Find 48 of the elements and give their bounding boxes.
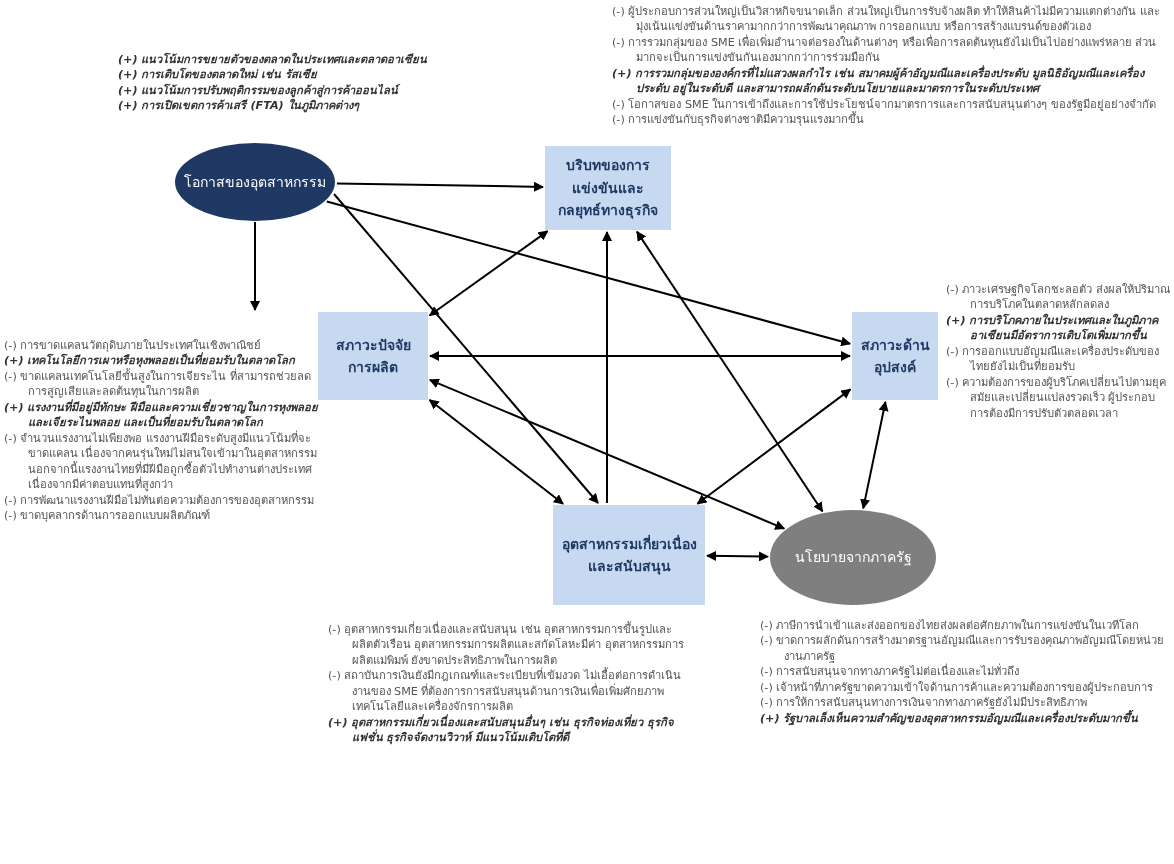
note-text: (-) การแข่งขันกับธุรกิจต่างชาติมีความรุนแรงมากขึ้น xyxy=(612,112,865,128)
arrow xyxy=(428,378,786,530)
note-text: (+) อุตสาหกรรมเกี่ยวเนื่องและสนับสนุนอื่นๆ เช่น ธุรกิจท่องเที่ยว ธุรกิจแฟชั่น ธุรกิจจัดงานวิวาห์ มีแนวโน้มเติบโตที่ดี xyxy=(328,714,676,746)
arrow xyxy=(696,388,852,505)
note-text: (-) การพัฒนาแรงงานฝีมือไม่ทันต่อความต้องการของอุตสาหกรรม xyxy=(4,492,316,508)
factor-box: สภาวะปัจจัยการผลิต xyxy=(318,312,428,400)
note-text: (-) ขาดแคลนเทคโนโลยีขั้นสูงในการเจียระไน ที่สามารถช่วยลดการสูญเสียและลดต้นทุนในการผลิต xyxy=(4,368,312,399)
note-text: (-) การรวมกลุ่มของ SME เพื่อเพิ่มอำนาจต่อรองในด้านต่างๆ หรือเพื่อการลดต้นทุนยังไม่เป็นไปอย่างแพร่หลาย ส่วนมากจะเป็นการแข่งขันกันเองมากกว่าการร่วมมือกัน xyxy=(612,34,1158,65)
note-text: (+) รัฐบาลเล็งเห็นความสำคัญของอุตสาหกรรมอัญมณีและเครื่องประดับมากขึ้น xyxy=(760,710,1140,727)
opportunity-ellipse: โอกาสของอุตสาหกรรม xyxy=(175,143,335,221)
arrow xyxy=(335,181,544,192)
factor-box: สภาวะด้านอุปสงค์ xyxy=(852,312,938,400)
note-text: (+) แนวโน้มการขยายตัวของตลาดในประเทศและตลาดอาเซียน xyxy=(118,52,429,67)
note-text: (-) สถาบันการเงินยังมีกฎเกณฑ์และระเบียบที่เข้มงวด ไม่เอื้อต่อการดำเนินงานของ SME ที่ต้องการการสนับสนุนด้านการเงินเพื่อเพิ่มศักยภาพเทคโนโลยีและเครื่องจักรการผลิต xyxy=(328,668,682,714)
note-text: (+) การเปิดเขตการค้าเสรี (FTA) ในภูมิภาคต่างๆ xyxy=(118,98,360,114)
note-text: (-) การออกแบบอัญมณีและเครื่องประดับของไทยยังไม่เป็นที่ยอมรับ xyxy=(946,343,1161,374)
note-text: (-) ขาดบุคลากรด้านการออกแบบผลิตภัณฑ์ xyxy=(4,508,212,524)
factor-box: บริบทของการแข่งขันและกลยุทธ์ทางธุรกิจ xyxy=(545,146,671,230)
factor-box: อุตสาหกรรมเกี่ยวเนื่องและสนับสนุน xyxy=(553,505,705,605)
arrow xyxy=(428,399,565,505)
arrow xyxy=(325,200,852,347)
arrow xyxy=(706,550,769,562)
note-text: (-) โอกาสของ SME ในการเข้าถึงและการใช้ประโยชน์จากมาตรการและการสนับสนุนต่างๆ ของรัฐมีอยู่อย่างจำกัด xyxy=(612,96,1157,112)
arrow xyxy=(602,231,612,504)
note-text: (-) ขาดการผลักดันการสร้างมาตรฐานอัญมณีและการรับรองคุณภาพอัญมณีโดยหน่วยงานภาครัฐ xyxy=(760,633,1166,663)
arrow xyxy=(860,400,889,510)
note-text: (-) เจ้าหน้าที่ภาครัฐขาดความเข้าใจด้านการค้าและความต้องการของผู้ประกอบการ xyxy=(760,679,1155,696)
note-text: (-) การให้การสนับสนุนทางการเงินจากทางภาครัฐยังไม่มีประสิทธิภาพ xyxy=(760,695,1089,710)
note-text: (+) การรวมกลุ่มขององค์กรที่ไม่แสวงผลกำไร เช่น สมาคมผู้ค้าอัญมณีและเครื่องประดับ มูลนิธิอัญมณีและเครื่องประดับ อยู่ในระดับดี และสามารถผลักดันระดับนโยบายและมาตรการในระดับประเทศ xyxy=(612,65,1146,97)
note-text: (-) ภาวะเศรษฐกิจโลกชะลอตัว ส่งผลให้ปริมาณการบริโภคในตลาดหลักลดลง xyxy=(946,282,1171,313)
note-text: (+) การเติบโตของตลาดใหม่ เช่น รัสเซีย xyxy=(118,67,319,83)
arrow xyxy=(429,351,851,361)
note-text: (-) ภาษีการนำเข้าและส่งออกของไทยส่งผลต่อศักยภาพในการแข่งขันในเวทีโลก xyxy=(760,618,1141,634)
arrow xyxy=(428,230,549,317)
note-text: (+) แนวโน้มการปรับพฤติกรรมของลูกค้าสู่การค้าออนไลน์ xyxy=(118,82,401,99)
note-text: (+) เทคโนโลยีการเผาหรือหุงพลอยเป็นที่ยอมรับในตลาดโลก xyxy=(4,353,320,369)
note-text: (-) จำนวนแรงงานไม่เพียงพอ แรงงานฝีมือระดับสูงมีแนวโน้มที่จะขาดแคลน เนื่องจากคนรุ่นใหม่ไม่สนใจเข้ามาในอุตสาหกรรม นอกจากนี้แรงงานไทยที่มีฝีมือถูกซื้อตัวไปทำงานต่างประเทศ เนื่องจากมีค่าตอบแทนที่สูงกว่า xyxy=(4,430,319,493)
arrow xyxy=(635,230,824,513)
note-text: (+) การบริโภคภายในประเทศและในภูมิภาคอาเซียนมีอัตราการเติบโตเพิ่มมากขึ้น xyxy=(946,312,1160,343)
arrow xyxy=(333,193,599,504)
note-text: (-) ความต้องการของผู้บริโภคเปลี่ยนไปตามยุคสมัยและเปลี่ยนแปลงรวดเร็ว ผู้ประกอบการต้องมีการปรับตัวตลอดเวลา xyxy=(946,374,1168,422)
note-text: (+) แรงงานที่มีอยู่มีทักษะ ฝีมือและความเชี่ยวชาญในการหุงพลอยและเจียระไนพลอย และเป็นที่ยอมรับในตลาดโลก xyxy=(4,399,320,430)
arrow xyxy=(250,221,260,311)
note-text: (-) อุตสาหกรรมเกี่ยวเนื่องและสนับสนุน เช่น อุตสาหกรรมการขึ้นรูปและผลิตตัวเรือน อุตสาหกรรมการผลิตและสกัดโลหะมีค่า อุตสาหกรรมการผลิตแม่พิมพ์ ยังขาดประสิทธิภาพในการผลิต xyxy=(328,622,684,667)
note-text: (-) ผู้ประกอบการส่วนใหญ่เป็นวิสาหกิจขนาดเล็ก ส่วนใหญ่เป็นการรับจ้างผลิต ทำให้สินค้าไม่มีความแตกต่างกัน และมุ่งเน้นแข่งขันด้านราคามากกว่าการพัฒนาคุณภาพ การออกแบบ หรือการสร้างแบรนด์ของตัวเอง xyxy=(612,4,1161,35)
government-ellipse: นโยบายจากภาครัฐ xyxy=(770,510,936,605)
note-text: (-) การขาดแคลนวัตถุดิบภายในประเทศในเชิงพาณิชย์ xyxy=(4,338,262,353)
note-text: (-) การสนับสนุนจากทางภาครัฐไม่ต่อเนื่องและไม่ทั่วถึง xyxy=(760,664,1170,680)
